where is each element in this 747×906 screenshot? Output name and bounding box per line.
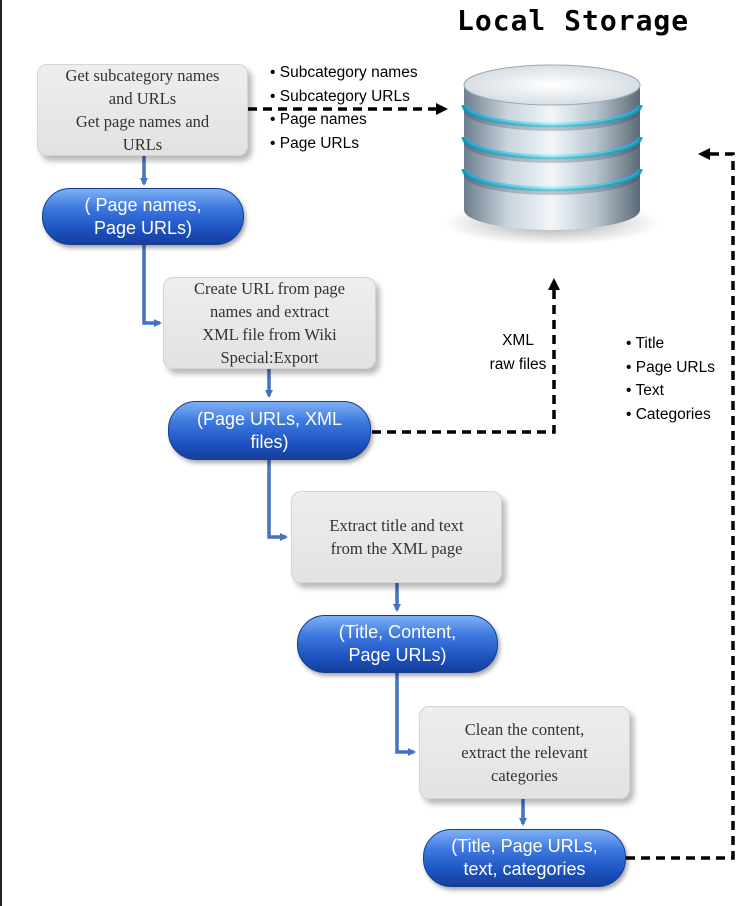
bullet-item: Subcategory names: [270, 61, 440, 85]
bullet-item: Subcategory URLs: [270, 85, 440, 109]
output-final-record: (Title, Page URLs, text, categories: [423, 829, 626, 887]
step-text-line: XML file from Wiki: [202, 325, 337, 344]
step-extract-title: Extract title and text from the XML page: [291, 491, 502, 583]
output-text-line: Page URLs): [348, 645, 447, 665]
bullets-right: Title Page URLs Text Categories: [626, 332, 736, 426]
output-text-line: ( Page names,: [84, 194, 202, 215]
bullet-item: Page URLs: [626, 356, 736, 380]
step-text-line: categories: [491, 766, 558, 785]
step-text-line: extract the relevant: [461, 743, 588, 762]
output-title-content: (Title, Content, Page URLs): [297, 615, 498, 673]
bullet-item: Page names: [270, 108, 440, 132]
step-text-line: Special:Export: [220, 348, 319, 367]
bullets-top: Subcategory names Subcategory URLs Page …: [270, 61, 440, 155]
bullet-item: Categories: [626, 403, 736, 427]
step-text-line: Clean the content,: [464, 720, 585, 739]
step-get-names: Get subcategory names and URLs Get page …: [37, 64, 248, 156]
bullet-item: Title: [626, 332, 736, 356]
step-text-line: Create URL from page: [193, 279, 346, 298]
output-text-line: Page URLs): [93, 217, 193, 238]
bullet-item: Text: [626, 379, 736, 403]
step-text-line: Get page names and: [75, 112, 210, 131]
step-text-line: names and extract: [209, 302, 330, 321]
output-text-line: text, categories: [463, 859, 586, 879]
output-text-line: (Title, Page URLs,: [451, 836, 598, 856]
step-text-line: from the XML page: [330, 539, 463, 558]
step-create-url: Create URL from page names and extract X…: [163, 277, 376, 369]
bullet-item: Page URLs: [270, 132, 440, 156]
step-text-line: Extract title and text: [329, 516, 464, 535]
dashed-arrow-final-to-storage: [626, 148, 735, 860]
output-text-line: (Page URLs, XML: [196, 408, 343, 429]
dashed-arrow-xml-to-storage: [372, 278, 560, 434]
flow-arrow-6: [395, 673, 416, 756]
xml-raw-files-label: XML raw files: [480, 329, 556, 376]
step-text-line: URLs: [122, 135, 163, 154]
output-xml-files: (Page URLs, XML files): [168, 401, 371, 460]
output-page-names: ( Page names, Page URLs): [42, 188, 244, 245]
step-text-line: Get subcategory names: [65, 66, 220, 85]
raw-label-line: raw files: [489, 355, 547, 373]
output-text-line: (Title, Content,: [338, 622, 457, 642]
flow-arrow-4: [267, 460, 288, 541]
raw-label-line: XML: [502, 332, 534, 349]
output-text-line: files): [250, 431, 289, 452]
diagram-title: Local Storage: [457, 4, 690, 37]
database-cylinder-icon: [444, 64, 660, 245]
flow-arrow-2: [142, 245, 162, 327]
step-clean-content: Clean the content, extract the relevant …: [419, 706, 630, 799]
step-text-line: and URLs: [108, 89, 177, 108]
